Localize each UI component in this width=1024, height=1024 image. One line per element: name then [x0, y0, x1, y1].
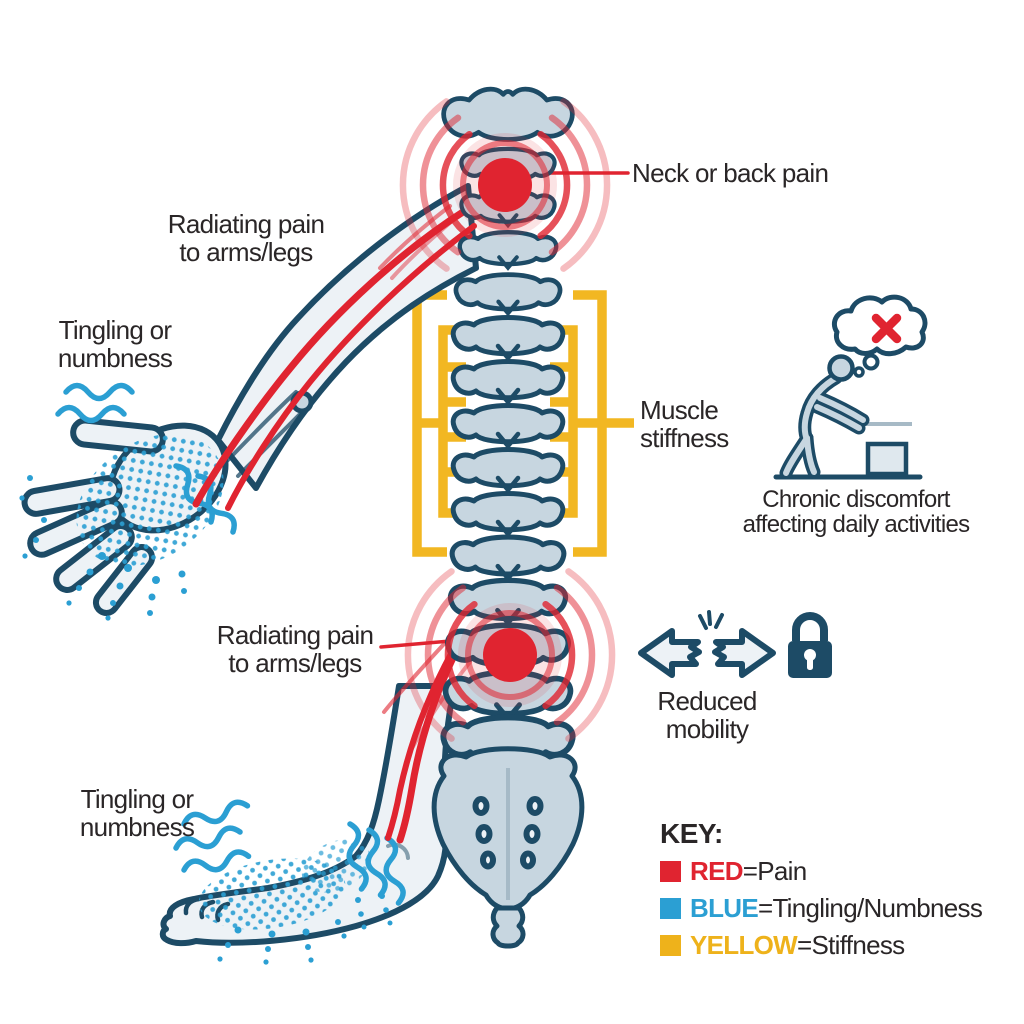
spine-illustration	[431, 86, 585, 949]
legend-word: YELLOW	[690, 930, 798, 960]
legend-row-tingling: BLUE=Tingling/Numbness	[660, 893, 983, 924]
legend-rest: =Tingling/Numbness	[757, 893, 983, 923]
tingling-bottom-label: Tingling or numbness	[79, 784, 195, 842]
red-swatch-icon	[660, 861, 681, 882]
chronic-discomfort-label: Chronic discomfort affecting daily activ…	[742, 486, 971, 539]
hand-tingling-dots	[76, 433, 224, 567]
tingling-top-label: Tingling or numbness	[57, 315, 173, 373]
foot-illustration	[159, 683, 458, 947]
legend-row-pain: RED=Pain	[660, 856, 982, 887]
legend: KEY: RED=Pain BLUE=Tingling/Numbness YEL…	[660, 818, 983, 961]
hand-tingling-dot-spray-icon	[19, 475, 187, 621]
neck-pain-label: Neck or back pain	[632, 158, 829, 188]
reduced-mobility-label: Reduced mobility	[657, 686, 757, 744]
sacrum	[431, 746, 585, 949]
legend-rest: =Pain	[742, 856, 807, 886]
muscle-stiffness-label: Muscle stiffness	[640, 395, 729, 453]
yellow-swatch-icon	[660, 935, 681, 956]
lock-icon	[788, 612, 832, 678]
legend-word: BLUE	[690, 893, 759, 923]
legend-row-stiffness: YELLOW=Stiffness	[660, 930, 982, 961]
broken-arrows-icon	[638, 610, 776, 678]
blue-swatch-icon	[660, 898, 681, 919]
coccyx	[490, 905, 526, 949]
legend-title: KEY:	[660, 818, 723, 849]
person-bending-icon	[773, 294, 928, 480]
legend-word: RED	[690, 856, 743, 886]
atlas-vertebra	[441, 86, 575, 142]
radiating-pain-bottom-label: Radiating pain to arms/legs	[216, 620, 374, 678]
thought-cloud-x-icon	[831, 294, 928, 378]
radiating-pain-top-label: Radiating pain to arms/legs	[167, 209, 325, 267]
foot-tingling-dot-spray-icon	[217, 893, 393, 965]
legend-rest: =Stiffness	[797, 930, 905, 960]
